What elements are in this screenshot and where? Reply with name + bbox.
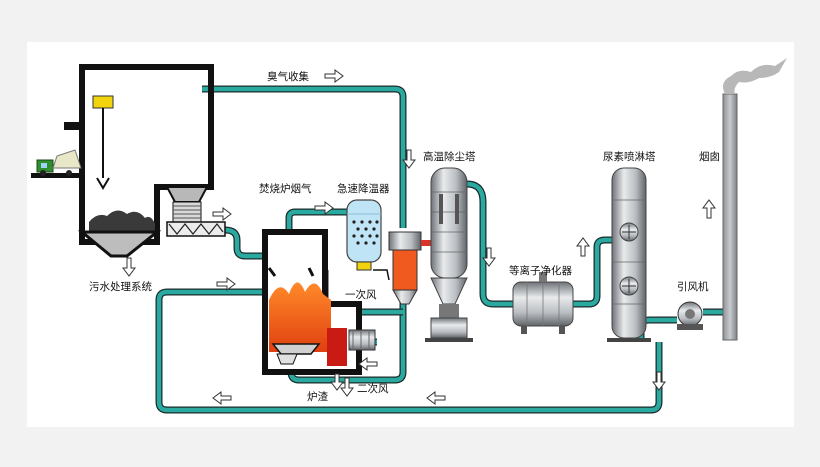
flow-arrow-icon: [212, 207, 232, 221]
high-temp-dust-tower: [425, 167, 473, 342]
label-sewage-system: 污水处理系统: [89, 280, 152, 293]
flow-arrow-icon: [314, 201, 334, 215]
fan-icon: [677, 301, 703, 330]
flow-arrow-icon: [216, 277, 236, 291]
label-slag: 炉渣: [307, 390, 328, 403]
smoke-icon: [723, 58, 787, 94]
plasma-purifier: [512, 272, 574, 334]
flow-arrow-icon: [702, 199, 716, 219]
flow-arrow-icon: [324, 69, 344, 83]
process-diagram: 臭气收集 焚烧炉烟气 急速降温器 高温除尘塔 等离子净化器 尿素喷淋塔 烟囱 引…: [31, 58, 787, 414]
flow-arrows: [212, 69, 716, 405]
label-primary-air: 一次风: [345, 288, 377, 301]
flow-arrow-icon: [340, 377, 354, 397]
flow-arrow-icon: [330, 373, 344, 391]
label-quench-tower: 急速降温器: [337, 182, 390, 195]
crane-grab-icon: [92, 95, 114, 190]
incinerator: [262, 229, 376, 391]
label-odor-collection: 臭气收集: [267, 70, 309, 83]
flow-arrow-icon: [358, 357, 378, 371]
quench-tower: [346, 199, 382, 271]
label-chimney: 烟囱: [699, 150, 720, 163]
chimney: [722, 58, 787, 341]
flow-arrow-icon: [402, 149, 416, 169]
label-secondary-air: 二次风: [357, 382, 389, 395]
label-induced-draft-fan: 引风机: [677, 280, 709, 293]
label-incinerator-flue-gas: 焚烧炉烟气: [259, 182, 312, 195]
urea-spray-tower: [607, 167, 651, 342]
flow-arrow-icon: [122, 257, 136, 277]
label-plasma-purifier: 等离子净化器: [509, 264, 572, 277]
labels: 臭气收集 焚烧炉烟气 急速降温器 高温除尘塔 等离子净化器 尿素喷淋塔 烟囱 引…: [89, 70, 720, 403]
waste-storage-pit: [31, 64, 214, 277]
flow-arrow-icon: [212, 391, 232, 405]
label-urea-spray-tower: 尿素喷淋塔: [603, 150, 656, 163]
flow-arrow-icon: [576, 237, 590, 257]
feed-screw-conveyor: [165, 186, 226, 237]
diagram-panel: 臭气收集 焚烧炉烟气 急速降温器 高温除尘塔 等离子净化器 尿素喷淋塔 烟囱 引…: [27, 42, 794, 427]
flow-arrow-icon: [426, 391, 446, 405]
label-high-temp-dust-tower: 高温除尘塔: [423, 150, 476, 163]
flow-arrow-icon: [482, 247, 496, 267]
cyclone-separator: [373, 231, 433, 305]
truck-icon: [36, 149, 82, 176]
flow-arrow-icon: [652, 371, 666, 391]
